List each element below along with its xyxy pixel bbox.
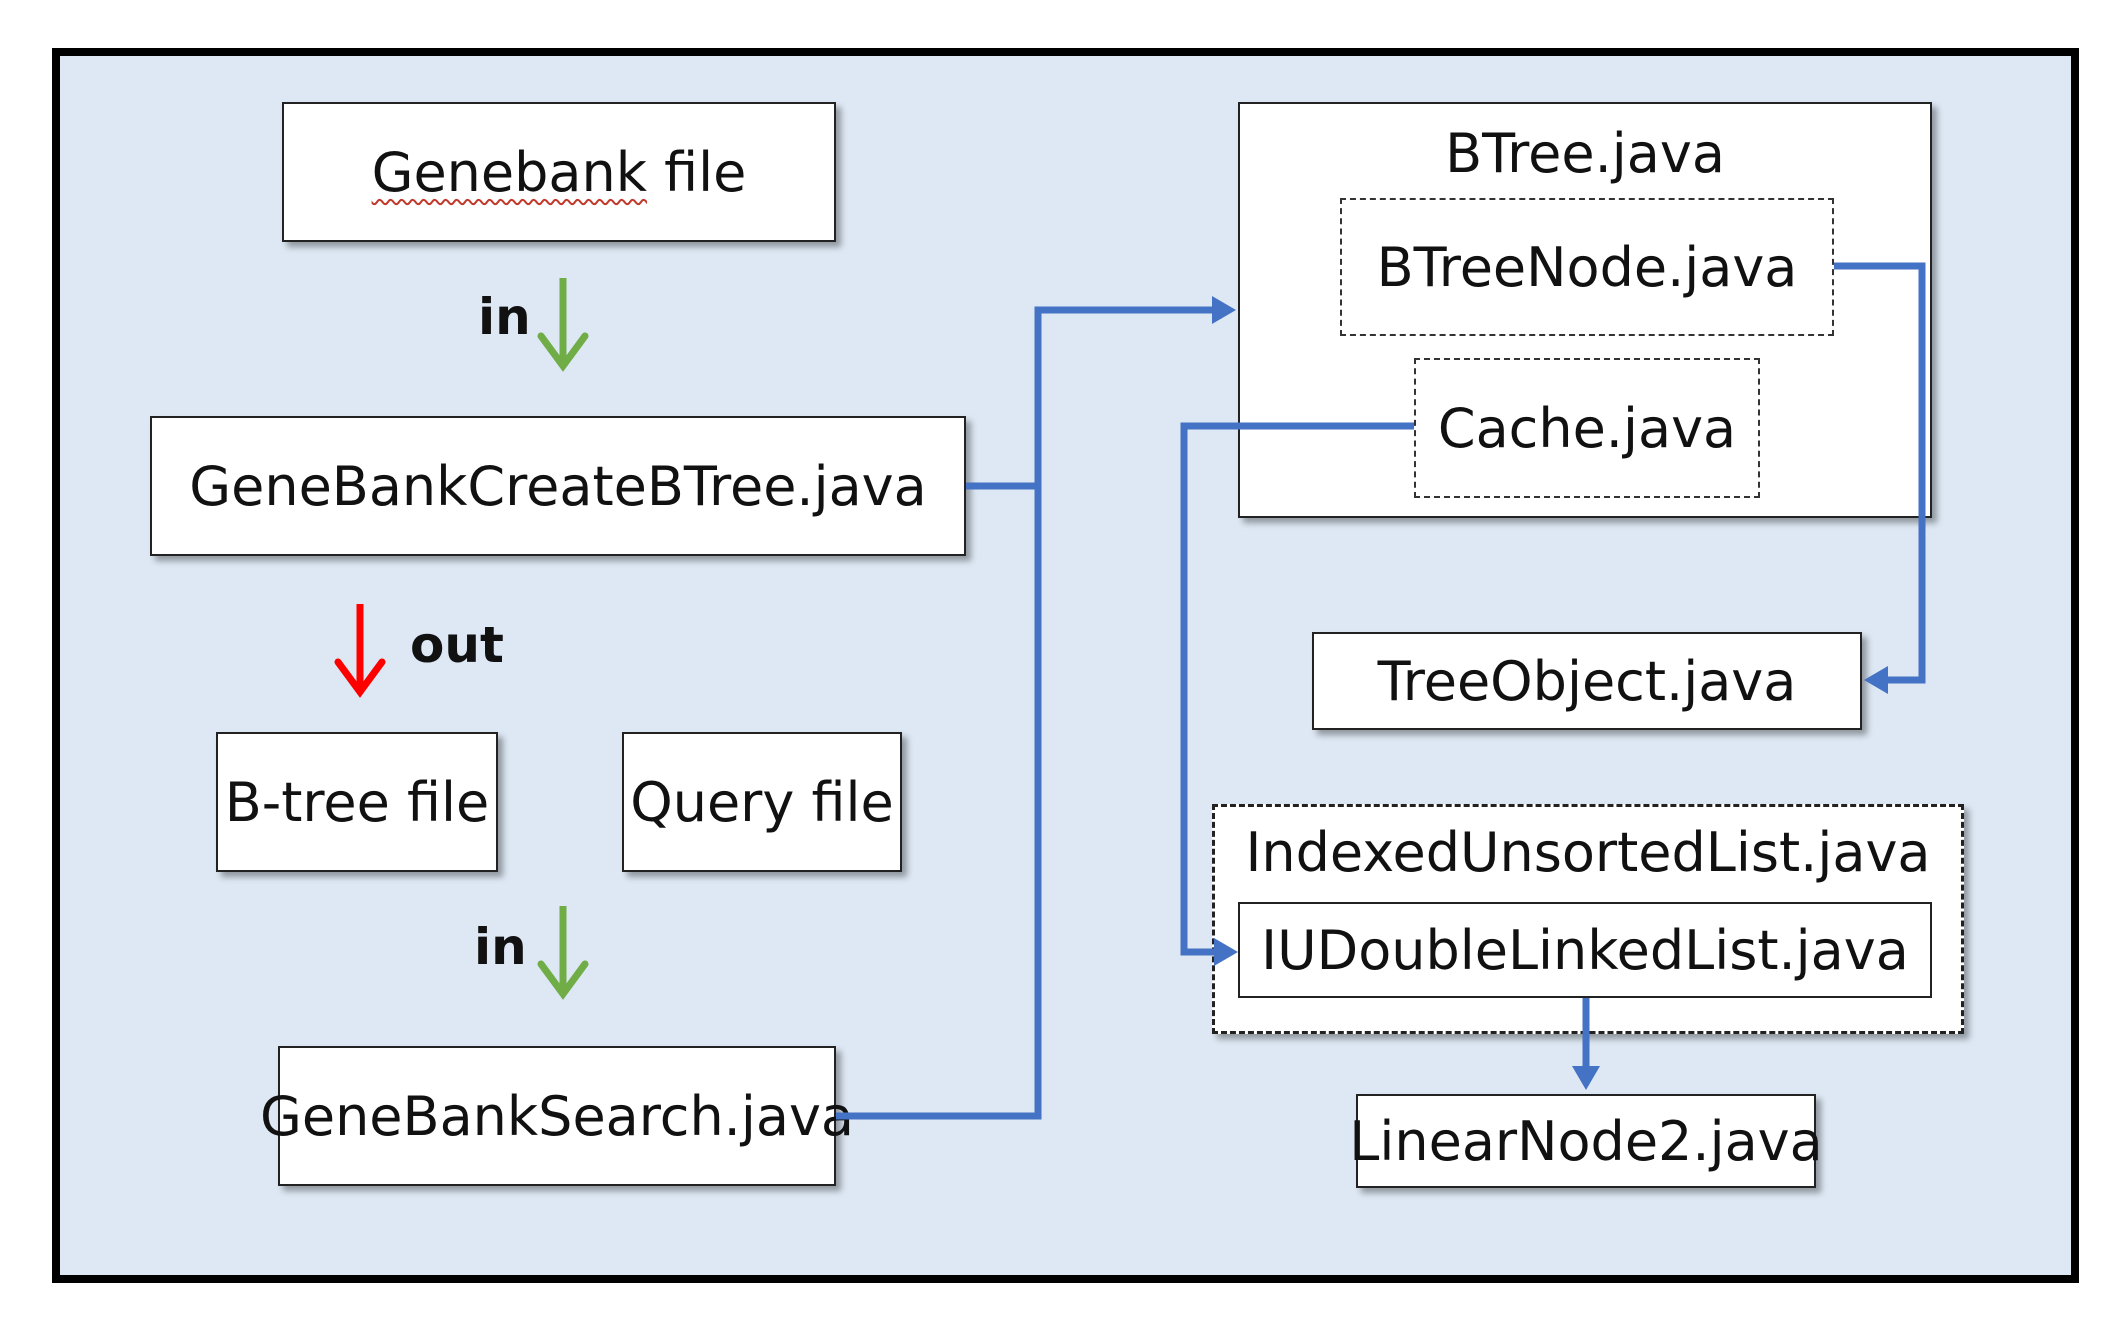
cache-box: Cache.java [1414,358,1760,498]
in-label-bottom: in [474,918,527,976]
connector-cache-to-iudoublelinkedlist [1180,422,1414,966]
connector-iudll-to-linearnode [1572,998,1600,1090]
query-file-label: Query file [630,770,894,834]
connector-btreenode-to-treeobject [1834,262,1926,694]
genebank-search-label: GeneBankSearch.java [260,1084,854,1148]
genebank-create-btree-label: GeneBankCreateBTree.java [189,454,927,518]
genebank-search-box: GeneBankSearch.java [260,1046,854,1186]
connector-create-to-btree [966,296,1236,490]
genebank-file-box: Genebank file [282,102,836,242]
iu-double-linked-list-label: IUDoubleLinkedList.java [1261,918,1909,982]
cache-label: Cache.java [1437,396,1737,460]
tree-object-box: TreeObject.java [1312,632,1862,730]
btree-node-label: BTreeNode.java [1376,235,1798,299]
out-label: out [410,616,504,674]
iu-double-linked-list-box: IUDoubleLinkedList.java [1238,902,1932,998]
down-arrow-icon-in-top [537,278,589,372]
indexed-unsorted-list-label: IndexedUnsortedList.java [1245,821,1931,884]
btree-node-box: BTreeNode.java [1340,198,1834,336]
genebank-create-btree-box: GeneBankCreateBTree.java [150,416,966,556]
down-arrow-icon-in-bottom [537,906,589,1000]
query-file-box: Query file [622,732,902,872]
linear-node2-box: LinearNode2.java [1349,1094,1823,1188]
linear-node2-label: LinearNode2.java [1349,1109,1823,1173]
in-label-top: in [478,288,531,346]
connector-search-to-btree [836,486,1042,1120]
btree-file-label: B-tree file [224,770,490,834]
genebank-file-label: Genebank file [371,140,747,204]
btree-label: BTree.java [1445,122,1725,185]
tree-object-label: TreeObject.java [1377,649,1797,713]
spellcheck-underline: Genebank [371,140,647,204]
down-arrow-icon-out [334,604,386,698]
btree-file-box: B-tree file [216,732,498,872]
